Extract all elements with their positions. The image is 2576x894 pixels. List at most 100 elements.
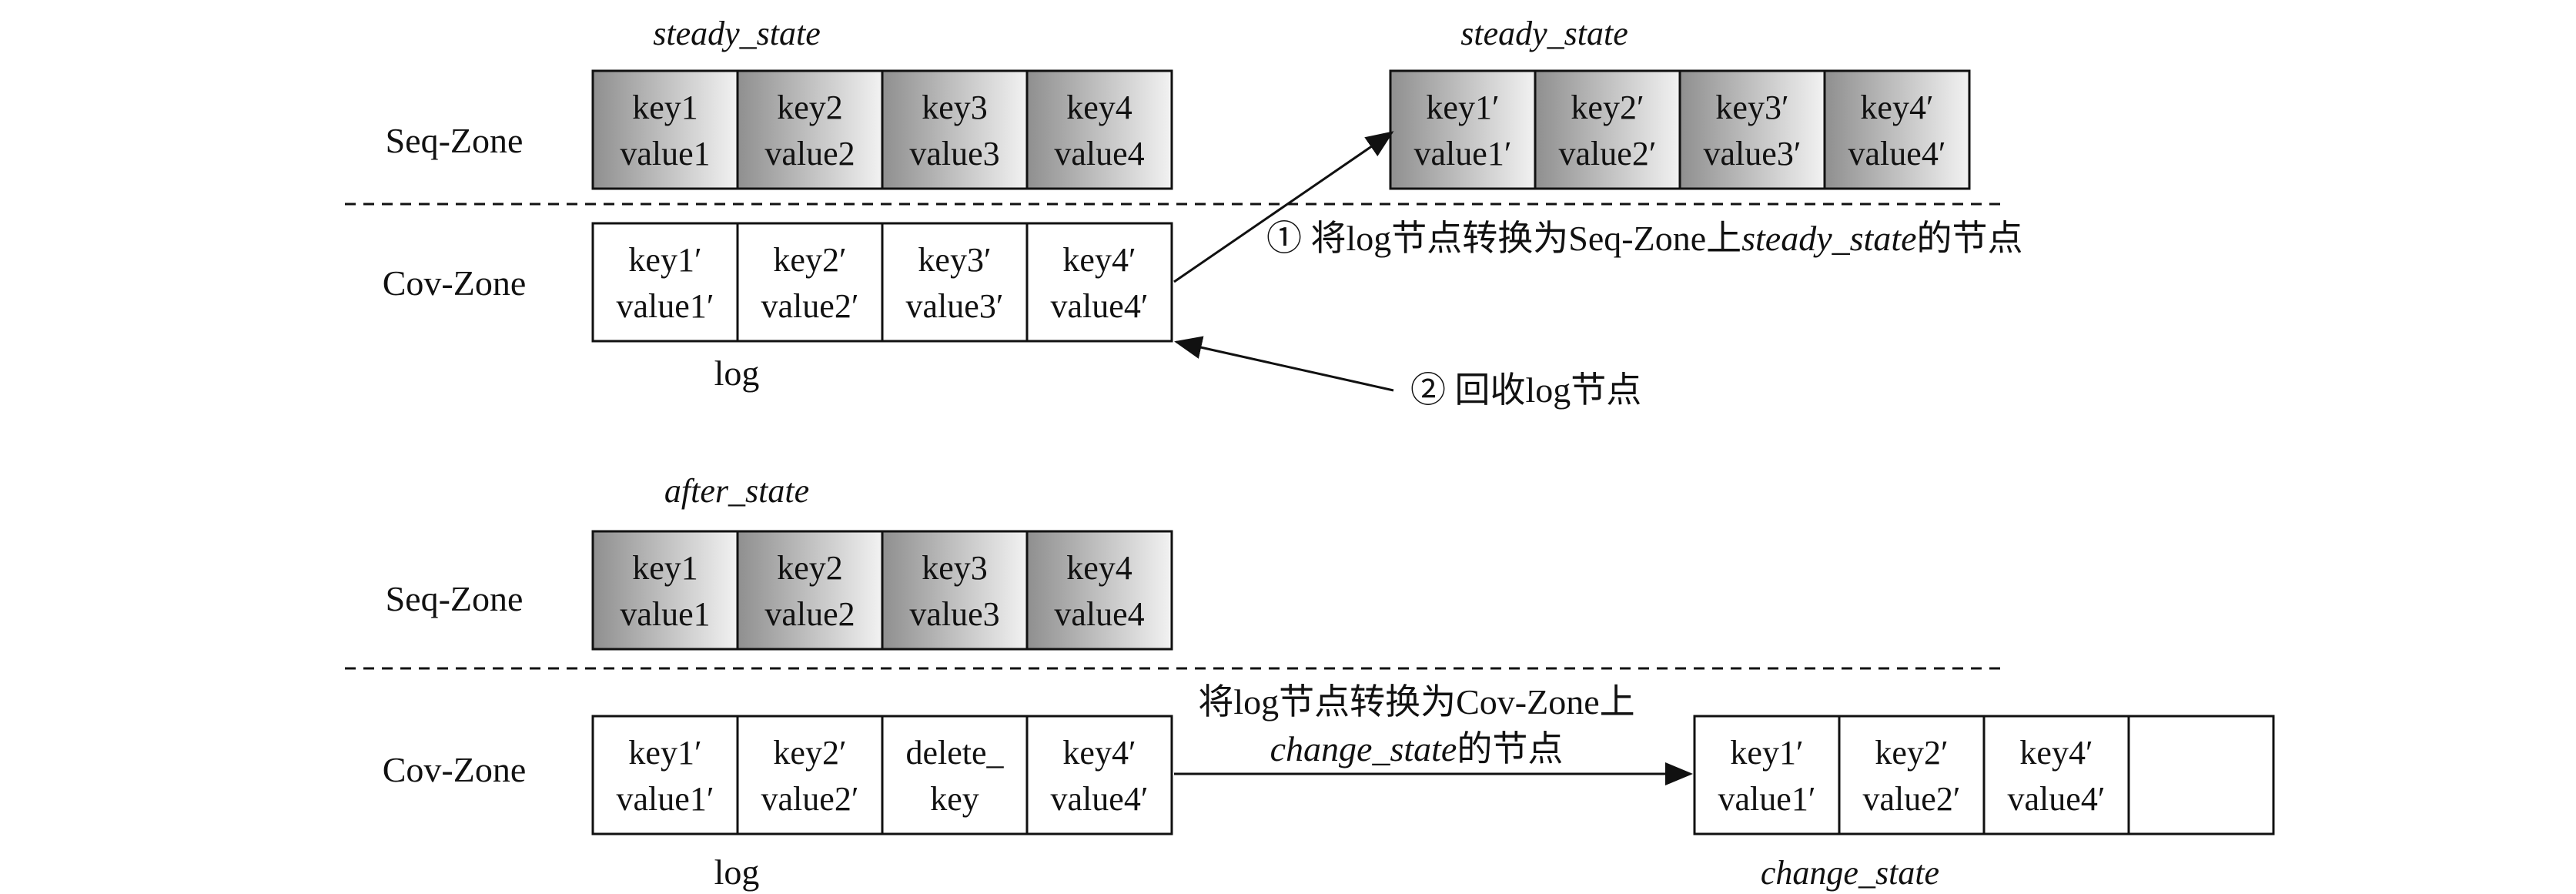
node-cell-box — [591, 69, 739, 190]
node-value: value2′ — [761, 780, 859, 818]
node-cell-box — [881, 69, 1029, 190]
node-cell: key4 value4 — [1025, 530, 1173, 651]
node-value: value4′ — [1848, 135, 1946, 172]
step1-annotation: ① 将log节点转换为Seq-Zone上steady_state的节点 — [1266, 219, 2023, 258]
node-cell-box — [2127, 715, 2275, 835]
node-key: key4 — [1066, 549, 1132, 587]
node-value: value2′ — [761, 287, 859, 325]
cov-zone-log-row-bottom: key1′value1′key2′value2′delete_keykey4′v… — [591, 715, 1173, 835]
node-value: value1 — [620, 135, 710, 172]
step1-prefix: ① 将log节点转换为Seq-Zone上 — [1266, 219, 1741, 258]
node-cell: key4′ value4′ — [1823, 69, 1971, 190]
node-value: key — [930, 780, 979, 818]
node-key: key3 — [922, 89, 988, 126]
node-value: value4′ — [1051, 287, 1149, 325]
node-cell-box — [1693, 715, 1841, 835]
node-key: delete_ — [905, 734, 1004, 772]
node-value: value1′ — [1414, 135, 1512, 172]
node-cell: key4′value4′ — [1025, 715, 1173, 835]
node-value: value3 — [909, 135, 999, 172]
step1-suffix: 的节点 — [1917, 219, 2023, 258]
log-label-bottom: log — [714, 852, 760, 892]
node-value: value1′ — [1718, 780, 1816, 818]
change-state-label: change_state — [1761, 854, 1939, 892]
node-cell: delete_key — [881, 715, 1029, 835]
node-key: key2 — [777, 549, 843, 587]
node-key: key1 — [632, 89, 698, 126]
node-key: key4 — [1066, 89, 1132, 126]
node-cell: key3′ value3′ — [1678, 69, 1826, 190]
node-value: value2 — [764, 135, 855, 172]
node-key: key1′ — [1730, 734, 1803, 772]
node-key: key3′ — [1715, 89, 1788, 126]
node-cell: key2 value2 — [736, 530, 884, 651]
node-cell: key2′ value2′ — [1534, 69, 1681, 190]
node-cell-box — [1982, 715, 2130, 835]
node-cell: key2′ value2′ — [736, 222, 884, 343]
node-cell-box — [1823, 69, 1971, 190]
seq-zone-new-steady-state-row: key1′value1′ key2′ value2′ key3′ value3′ key4… — [1389, 69, 1971, 190]
recycle-log-arrow — [1174, 336, 1394, 392]
node-cell — [2127, 715, 2275, 835]
node-value: value4 — [1054, 595, 1144, 633]
node-cell: key1′ value1′ — [1693, 715, 1841, 835]
node-key: key1′ — [628, 734, 701, 772]
node-key: key4′ — [1062, 241, 1136, 279]
steady-state-label-left: steady_state — [653, 15, 821, 52]
node-cell: key1′value1′ — [591, 222, 739, 343]
node-cell-box — [1025, 530, 1173, 651]
convert-to-steady-arrow — [1173, 131, 1394, 283]
node-cell: key1 value1 — [591, 69, 739, 190]
node-value: value4 — [1054, 135, 1144, 172]
node-value: value2′ — [1863, 780, 1961, 818]
node-value: value3′ — [906, 287, 1004, 325]
node-cell-box — [1838, 715, 1986, 835]
seq-zone-label-top: Seq-Zone — [386, 121, 524, 160]
node-value: value4′ — [1051, 780, 1149, 818]
node-cell-box — [881, 715, 1029, 835]
node-key: key3 — [922, 549, 988, 587]
convert-italic: change_state — [1270, 729, 1457, 768]
node-value: value1′ — [617, 780, 714, 818]
convert-annotation-line2: change_state的节点 — [1270, 729, 1564, 768]
node-cell: key4 value4 — [1025, 69, 1173, 190]
node-cell: key4′ value4′ — [1025, 222, 1173, 343]
node-cell-box — [736, 715, 884, 835]
node-key: key1 — [632, 549, 698, 587]
node-cell: key2′value2′ — [1838, 715, 1986, 835]
node-cell: key2′ value2′ — [736, 715, 884, 835]
node-cell: key1′value1′ — [1389, 69, 1537, 190]
step1-italic: steady_state — [1741, 219, 1916, 258]
node-cell-box — [1678, 69, 1826, 190]
node-cell-box — [591, 222, 739, 343]
node-key: key4′ — [1860, 89, 1933, 126]
node-key: key2′ — [773, 241, 846, 279]
node-key: key3′ — [918, 241, 991, 279]
node-key: key2′ — [1571, 89, 1644, 126]
node-value: value2 — [764, 595, 855, 633]
node-cell-box — [736, 69, 884, 190]
log-label-top: log — [714, 353, 760, 393]
node-cell-box — [1534, 69, 1681, 190]
node-cell: key1′ value1′ — [591, 715, 739, 835]
node-value: value1 — [620, 595, 710, 633]
node-cell: key3′ value3′ — [881, 222, 1029, 343]
node-value: value1′ — [617, 287, 714, 325]
node-value: value3′ — [1704, 135, 1802, 172]
node-cell-box — [591, 715, 739, 835]
node-key: key2′ — [773, 734, 846, 772]
after-state-label: after_state — [664, 472, 809, 510]
node-cell: key4′value4′ — [1982, 715, 2130, 835]
node-cell-box — [1025, 69, 1173, 190]
convert-suffix: 的节点 — [1457, 729, 1563, 768]
node-value: value2′ — [1559, 135, 1657, 172]
step2-annotation: ② 回收log节点 — [1410, 370, 1641, 410]
seq-zone-label-bottom: Seq-Zone — [386, 579, 524, 618]
cov-zone-log-row: key1′value1′ key2′ value2′ key3′ value3′ key4… — [591, 222, 1173, 343]
node-cell-box — [1389, 69, 1537, 190]
